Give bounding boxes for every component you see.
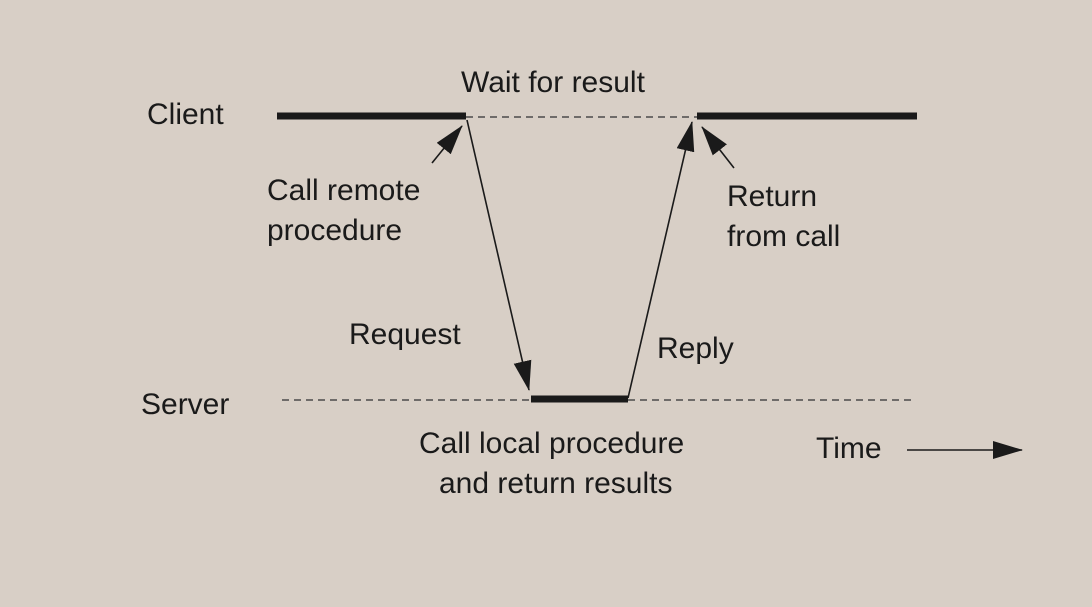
return-pointer-arrow (701, 126, 735, 169)
call-remote-pointer-arrow (431, 125, 463, 164)
request-arrow (466, 119, 532, 391)
return-label-line2: from call (727, 220, 840, 253)
call-remote-label-line2: procedure (267, 214, 402, 247)
return-label-line1: Return (727, 180, 817, 213)
call-local-label-line2: and return results (439, 467, 672, 500)
server-lane-label: Server (141, 388, 229, 421)
reply-arrow (627, 121, 695, 399)
client-lane-label: Client (147, 98, 224, 131)
reply-label: Reply (657, 332, 734, 365)
call-local-label-line1: Call local procedure (419, 427, 684, 460)
request-label: Request (349, 318, 461, 351)
wait-for-result-label: Wait for result (461, 66, 646, 99)
time-label: Time (816, 432, 882, 465)
call-remote-label-line1: Call remote (267, 174, 420, 207)
